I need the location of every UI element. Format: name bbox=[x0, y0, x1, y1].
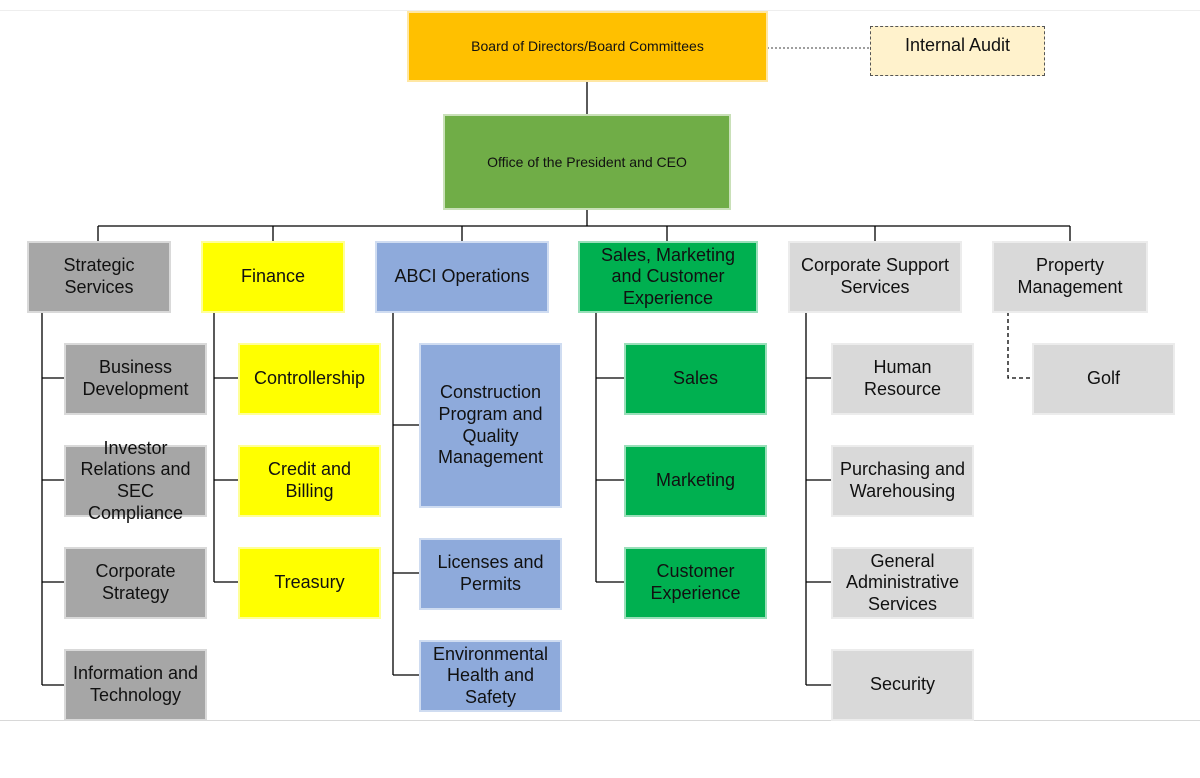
connector-property-golf bbox=[1007, 312, 1032, 379]
internal-audit-box: Internal Audit bbox=[870, 26, 1045, 76]
board-box: Board of Directors/Board Committees bbox=[407, 11, 768, 82]
unit-business-development: Business Development bbox=[64, 343, 207, 415]
unit-security: Security bbox=[831, 649, 974, 721]
ceo-box: Office of the President and CEO bbox=[443, 114, 731, 210]
unit-information-technology: Information and Technology bbox=[64, 649, 207, 721]
dept-finance: Finance bbox=[201, 241, 345, 313]
unit-golf: Golf bbox=[1032, 343, 1175, 415]
dept-abci-operations: ABCI Operations bbox=[375, 241, 549, 313]
unit-general-administrative: General Administrative Services bbox=[831, 547, 974, 619]
dept-corporate-support: Corporate Support Services bbox=[788, 241, 962, 313]
unit-environmental-health-safety: Environmental Health and Safety bbox=[419, 640, 562, 712]
unit-investor-relations: Investor Relations and SEC Compliance bbox=[64, 438, 207, 523]
unit-sales: Sales bbox=[624, 343, 767, 415]
bottom-divider bbox=[0, 720, 1200, 721]
dept-strategic-services: Strategic Services bbox=[27, 241, 171, 313]
unit-human-resource: Human Resource bbox=[831, 343, 974, 415]
unit-customer-experience: Customer Experience bbox=[624, 547, 767, 619]
dept-sales-marketing-cx: Sales, Marketing and Customer Experience bbox=[578, 241, 758, 313]
unit-treasury: Treasury bbox=[238, 547, 381, 619]
unit-corporate-strategy: Corporate Strategy bbox=[64, 547, 207, 619]
unit-marketing: Marketing bbox=[624, 445, 767, 517]
unit-licenses-permits: Licenses and Permits bbox=[419, 538, 562, 610]
unit-controllership: Controllership bbox=[238, 343, 381, 415]
dept-property-management: Property Management bbox=[992, 241, 1148, 313]
top-divider bbox=[0, 10, 1200, 11]
unit-purchasing-warehousing: Purchasing and Warehousing bbox=[831, 445, 974, 517]
unit-credit-billing: Credit and Billing bbox=[238, 445, 381, 517]
unit-construction-program: Construction Program and Quality Managem… bbox=[419, 343, 562, 508]
